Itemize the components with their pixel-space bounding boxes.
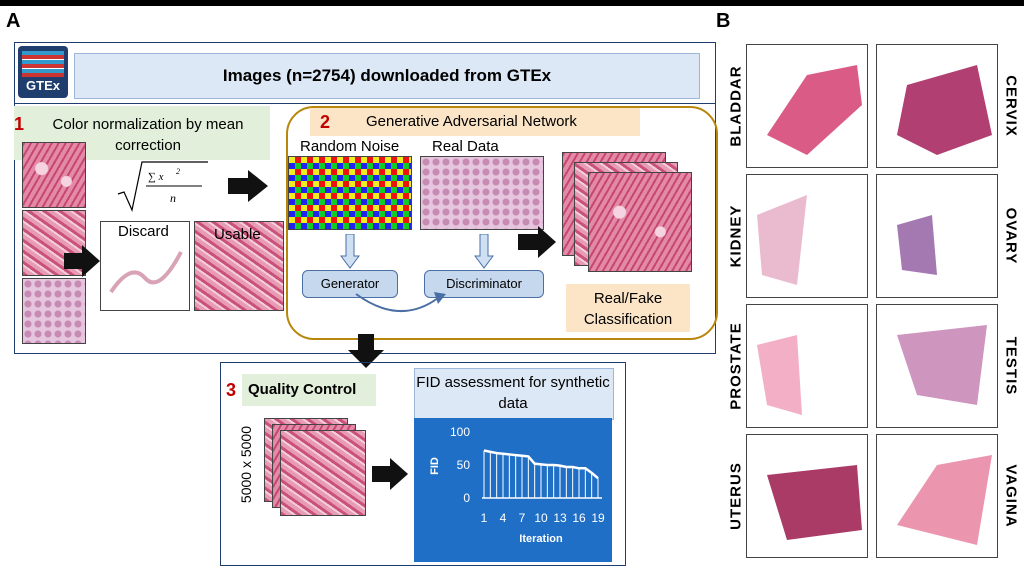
organ-label: VAGINA xyxy=(1002,464,1020,528)
sparse-tissue xyxy=(109,251,183,294)
size-label-wrap: 5000 x 5000 xyxy=(238,426,258,526)
x-tick-label: 10 xyxy=(534,511,548,525)
organ-label: TESTIS xyxy=(1002,336,1020,396)
panel-b-label: B xyxy=(716,10,731,32)
random-noise-image xyxy=(288,156,412,230)
tissue-blob xyxy=(897,325,987,405)
real-data-label: Real Data xyxy=(432,138,499,155)
step2-number: 2 xyxy=(320,112,331,132)
header-title: Images (n=2754) downloaded from GTEx xyxy=(222,66,552,85)
tissue-thumb-3 xyxy=(22,278,86,344)
arrow-right-icon xyxy=(228,170,268,202)
formula: ∑ x 2 n xyxy=(117,161,208,212)
organ-image-ovary xyxy=(876,174,998,298)
fid-series-line xyxy=(483,449,599,480)
svg-text:2: 2 xyxy=(176,167,180,176)
organ-label: PROSTATE xyxy=(727,322,745,410)
tissue-blob xyxy=(757,195,807,285)
tissue-blob xyxy=(757,335,802,415)
classification-box xyxy=(566,284,690,332)
organ-image-kidney xyxy=(746,174,868,298)
organ-image-uterus xyxy=(746,434,868,558)
random-noise-label: Random Noise xyxy=(300,138,400,155)
panel-a-label: A xyxy=(6,10,21,32)
fid-title: FID assessment for synthetic data xyxy=(416,374,610,412)
svg-text:∑ x: ∑ x xyxy=(148,171,164,183)
x-tick-label: 7 xyxy=(519,511,526,525)
step1-title: Color normalization by mean correction xyxy=(52,116,244,154)
dna-icon xyxy=(22,51,64,77)
gtex-logo: GTEx xyxy=(18,46,68,98)
generator-node: Generator xyxy=(302,270,398,298)
arrow-down-icon xyxy=(348,334,384,368)
discard-label: Discard xyxy=(118,223,169,240)
arrow-down-icon xyxy=(474,234,494,269)
size-label: 5000 x 5000 xyxy=(238,426,254,504)
step1-number: 1 xyxy=(14,114,25,134)
arrow-right-icon xyxy=(64,245,100,277)
tissue-blob xyxy=(897,65,992,155)
arrow-down-icon xyxy=(340,234,360,269)
step2-title: Generative Adversarial Network xyxy=(366,113,577,130)
qc-stack-3 xyxy=(280,430,366,516)
organ-image-bladdar xyxy=(746,44,868,168)
logo-text: GTEx xyxy=(26,78,60,93)
gan-box xyxy=(286,106,718,340)
discard-image xyxy=(100,221,190,311)
y-tick-label: 0 xyxy=(463,491,470,505)
step3-title-box xyxy=(242,374,376,406)
x-tick-label: 13 xyxy=(553,511,567,525)
organ-image-vagina xyxy=(876,434,998,558)
step3-number: 3 xyxy=(226,380,237,400)
step3-title: Quality Control xyxy=(248,381,357,398)
x-axis-label: Iteration xyxy=(519,533,563,545)
tissue-blob xyxy=(767,65,862,155)
tissue-thumb-1 xyxy=(22,142,86,208)
usable-label: Usable xyxy=(214,226,261,243)
svg-text:n: n xyxy=(170,191,176,205)
organ-label: CERVIX xyxy=(1002,75,1020,137)
organ-label: OVARY xyxy=(1002,207,1020,265)
x-tick-label: 4 xyxy=(500,511,507,525)
arrow-right-icon xyxy=(372,458,408,490)
step3-frame xyxy=(220,362,626,566)
chart-background xyxy=(414,418,612,562)
organ-image-testis xyxy=(876,304,998,428)
y-axis-label: FID xyxy=(429,457,441,475)
fake-stack-3 xyxy=(588,172,692,272)
organ-image-prostate xyxy=(746,304,868,428)
classification-label: Real/Fake Classification xyxy=(583,290,673,328)
tissue-blob xyxy=(767,465,862,540)
step2-title-box xyxy=(310,108,640,136)
organ-label: UTERUS xyxy=(727,462,745,530)
curved-arrow-icon xyxy=(355,292,446,312)
usable-image xyxy=(194,221,284,311)
top-border xyxy=(0,0,1024,6)
y-tick-label: 50 xyxy=(457,458,471,472)
header-banner: Images (n=2754) downloaded from GTEx xyxy=(74,53,700,99)
organ-image-cervix xyxy=(876,44,998,168)
tissue-blob xyxy=(897,455,992,545)
real-data-image xyxy=(420,156,544,230)
arrow-right-icon xyxy=(518,226,556,258)
discriminator-node: Discriminator xyxy=(424,270,544,298)
x-tick-label: 19 xyxy=(591,511,605,525)
organ-label: KIDNEY xyxy=(727,204,745,268)
organ-label: BLADDAR xyxy=(727,65,745,147)
x-tick-label: 16 xyxy=(572,511,586,525)
y-tick-label: 100 xyxy=(450,425,470,439)
tissue-blob xyxy=(897,215,937,275)
x-tick-label: 1 xyxy=(481,511,488,525)
